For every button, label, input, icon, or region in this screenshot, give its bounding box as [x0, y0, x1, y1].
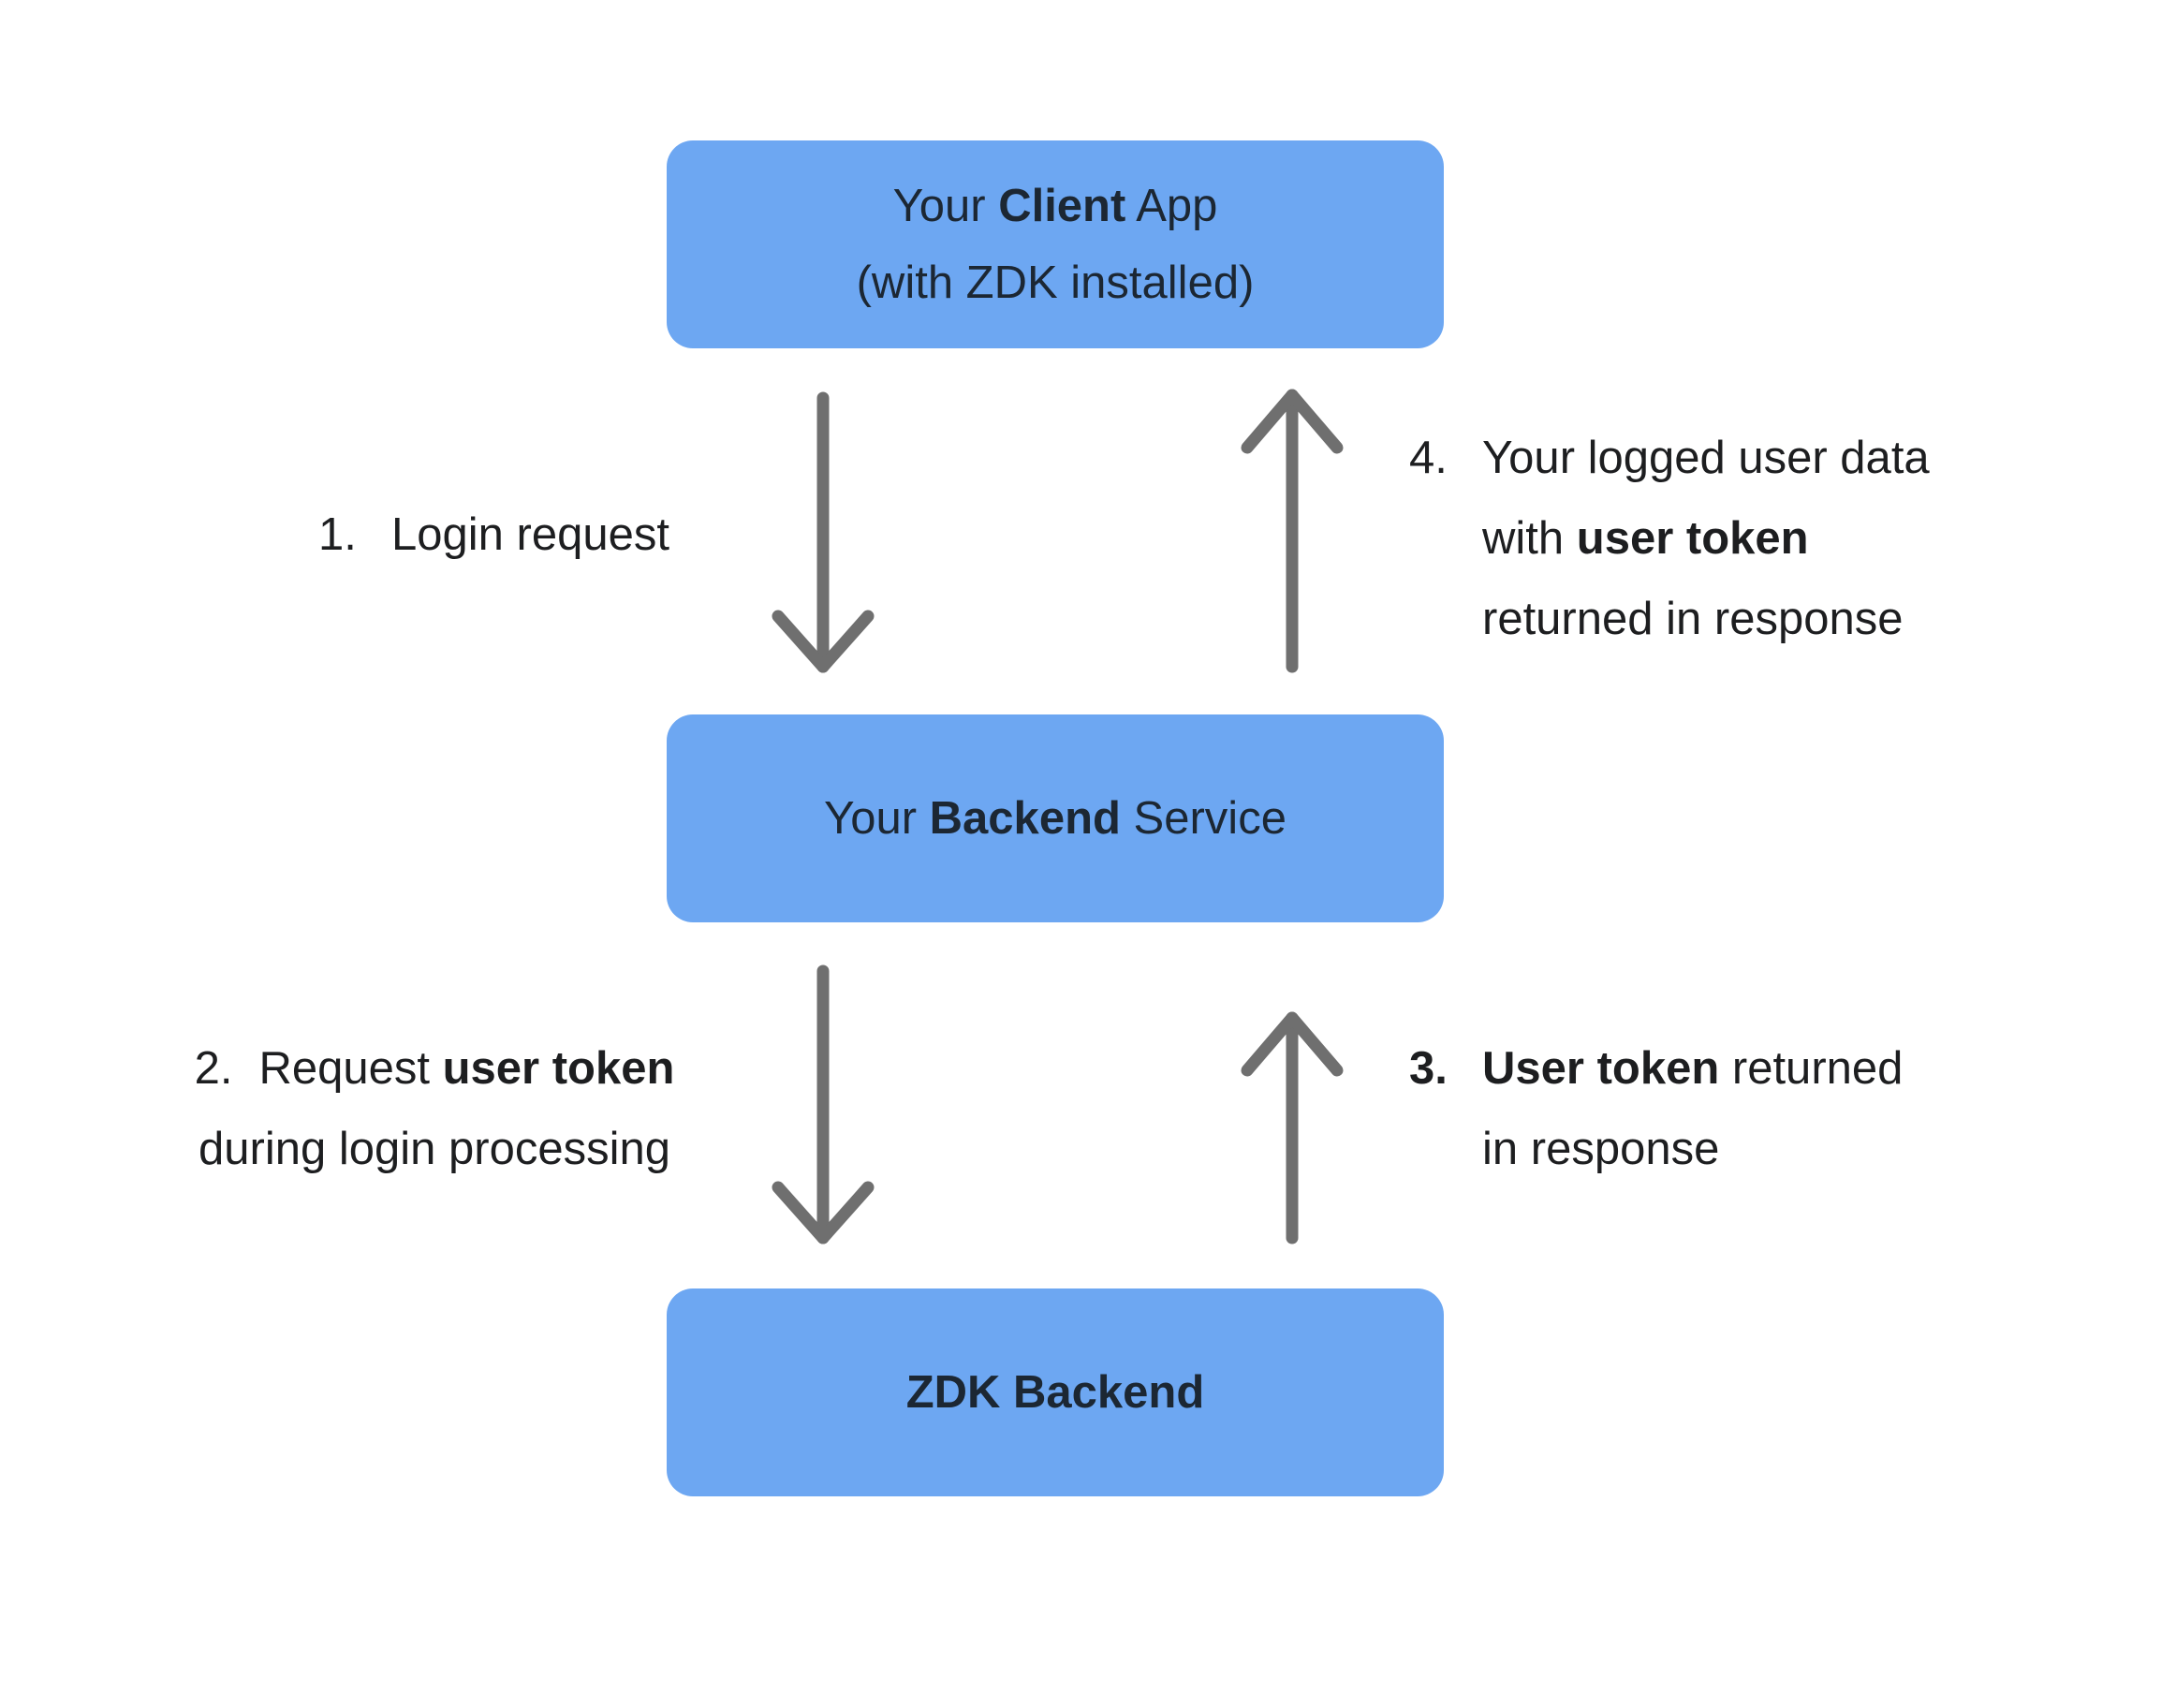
- step4-label: 4. Your logged user data with user token…: [1409, 418, 1930, 659]
- step4-line1: Your logged user data: [1482, 433, 1930, 483]
- backend-service-title-bold: Backend: [929, 793, 1121, 844]
- arrow-backend-to-zdk-icon: [772, 964, 875, 1244]
- step3-text-bold: User token: [1482, 1043, 1720, 1094]
- backend-service-box: Your Backend Service: [667, 714, 1444, 922]
- step3-number: 3.: [1409, 1043, 1448, 1094]
- step3-text: User token returned in response: [1482, 1028, 1903, 1189]
- step2-text-bold: user token: [442, 1043, 675, 1094]
- step2-number: 2.: [194, 1043, 233, 1094]
- zdk-backend-box: ZDK Backend: [667, 1288, 1444, 1496]
- step4-line2-pre: with: [1482, 513, 1577, 564]
- step4-line2: with user token: [1482, 498, 1930, 579]
- step4-text: Your logged user data with user token re…: [1482, 418, 1930, 659]
- arrow-backend-to-client-icon: [1241, 389, 1344, 673]
- client-app-title-pre: Your: [892, 181, 999, 231]
- client-app-title-post: App: [1125, 181, 1218, 231]
- step1-text: Login request: [391, 509, 669, 560]
- arrow-client-to-backend-icon: [772, 391, 875, 673]
- backend-service-title-post: Service: [1120, 793, 1286, 844]
- step3-line1: User token returned: [1482, 1028, 1903, 1109]
- step3-line2: in response: [1482, 1124, 1720, 1174]
- arrow-zdk-to-backend-icon: [1241, 1011, 1344, 1244]
- step3-text-post: returned: [1719, 1043, 1904, 1094]
- step3-label: 3. User token returned in response: [1409, 1028, 1903, 1189]
- step4-line3: returned in response: [1482, 594, 1904, 644]
- backend-service-title-pre: Your: [824, 793, 930, 844]
- step4-number: 4.: [1409, 433, 1448, 483]
- client-app-box: Your Client App (with ZDK installed): [667, 140, 1444, 348]
- step4-line2-bold: user token: [1576, 513, 1809, 564]
- backend-service-title: Your Backend Service: [824, 780, 1286, 857]
- zdk-backend-title: ZDK Backend: [905, 1367, 1205, 1418]
- step2-line1: 2. Request user token: [146, 1028, 723, 1109]
- step2-label: 2. Request user token during login proces…: [146, 1028, 723, 1189]
- client-app-title-line1: Your Client App: [893, 168, 1218, 244]
- step1-number: 1.: [318, 509, 357, 560]
- step1-label: 1. Login request: [318, 494, 669, 575]
- client-app-title-bold: Client: [998, 181, 1126, 231]
- step2-text-pre: Request: [258, 1043, 443, 1094]
- step2-line2: during login processing: [198, 1124, 670, 1174]
- client-app-title-line2: (with ZDK installed): [856, 258, 1255, 308]
